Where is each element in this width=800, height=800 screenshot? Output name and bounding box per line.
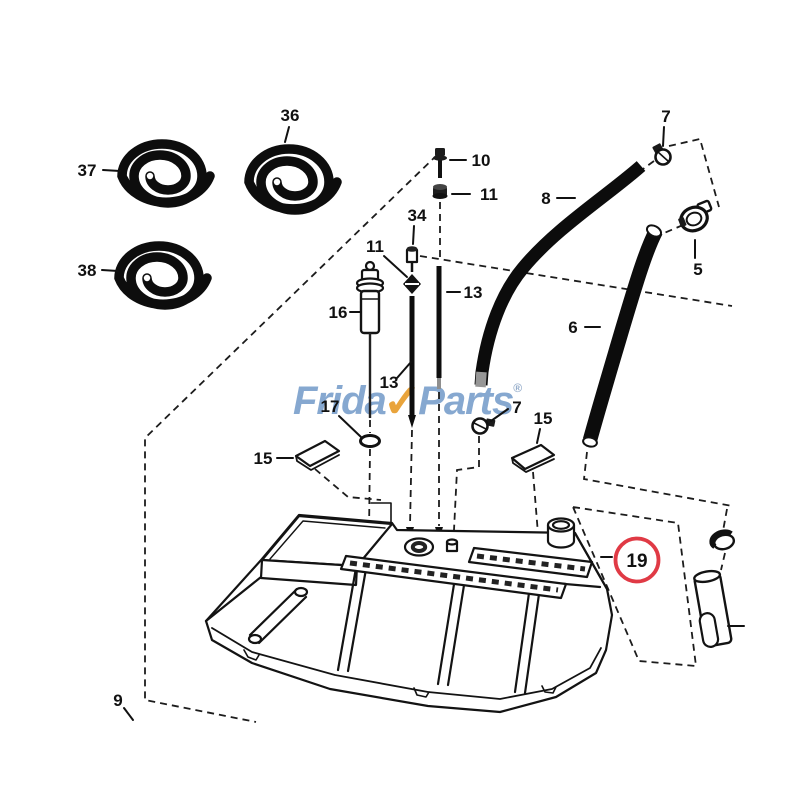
tank-lip-notches [243, 649, 557, 698]
part-labels: 37 36 38 10 11 34 11 16 13 13 17 15 15 7… [78, 106, 703, 710]
filler-cap [709, 529, 736, 551]
guide-corner-solid [370, 502, 392, 532]
watermark-registered-icon: ® [513, 381, 523, 395]
hose-opening-bottom [582, 436, 598, 448]
guide-pad15r-to-tank [532, 471, 539, 535]
label-9: 9 [113, 691, 122, 710]
label-15R: 15 [534, 409, 553, 428]
red-highlight-circle [613, 536, 661, 584]
watermark-check-icon: ✓ [382, 374, 422, 427]
hose-bore [143, 274, 151, 282]
label-7t: 7 [661, 107, 670, 126]
label-5: 5 [693, 260, 702, 279]
label-15L: 15 [254, 449, 273, 468]
label-34: 34 [408, 206, 427, 225]
guide-clamp7-to-clamp5 [668, 137, 720, 208]
tank-vent-fitting [445, 538, 459, 553]
nut-11 [432, 184, 448, 199]
guide-pad15l-to-tank [314, 468, 382, 501]
clamp-5 [678, 199, 713, 233]
fuel-sender-16 [355, 260, 385, 418]
hose-8 [474, 161, 646, 388]
hose-opening-top [645, 224, 663, 238]
label-17: 17 [321, 397, 340, 416]
grommet-11 [403, 274, 421, 294]
guide-clamp7-to-hose8 [642, 160, 655, 170]
boundary-dashed-left [144, 154, 438, 723]
tank-left-block-front [259, 558, 359, 587]
label-7m: 7 [512, 398, 521, 417]
label-19: 19 [626, 551, 647, 572]
clamp-7-top [652, 143, 672, 166]
guide-sender-to-tank [368, 420, 371, 534]
tank-sender-boss [403, 537, 435, 557]
label-10: 10 [472, 151, 491, 170]
clamp-7-mid [471, 417, 496, 435]
label-6: 6 [568, 318, 577, 337]
label-36: 36 [281, 106, 300, 125]
coiled-hose-38 [114, 241, 212, 310]
guide-clamp7m-to-tank [453, 436, 480, 531]
bolt-10 [433, 148, 447, 178]
label-37: 37 [78, 161, 97, 180]
label-11b: 11 [366, 237, 384, 256]
o-ring-17 [359, 434, 381, 448]
label-11a: 11 [480, 185, 498, 204]
coiled-hose-36 [244, 144, 342, 215]
label-13a: 13 [464, 283, 483, 302]
tank-filler-neck [546, 517, 576, 549]
tank-left-step-edge [204, 575, 263, 623]
pad-15-left [294, 439, 341, 471]
pad-15-right [510, 443, 556, 473]
label-8: 8 [541, 189, 550, 208]
tank-bottom-lip [211, 627, 602, 700]
guide-hose6-bottom [583, 451, 733, 507]
label-16: 16 [329, 303, 348, 322]
label-13b: 13 [380, 373, 399, 392]
label-38: 38 [78, 261, 97, 280]
hose-bore [146, 172, 154, 180]
guide-long-diagonal [419, 255, 733, 307]
dashed-guides [144, 137, 733, 723]
coiled-hose-37 [117, 139, 215, 208]
rod-13b [408, 296, 416, 428]
hose-6 [582, 224, 663, 448]
tank-left-block-inner [269, 520, 386, 560]
tank-hatched-strips [339, 546, 594, 600]
filler-tube [693, 569, 745, 648]
leader-lines [101, 126, 696, 721]
fuel-tank [204, 513, 614, 714]
guide-clamp5-to-hose6 [661, 224, 684, 235]
guide-cap-to-tube [720, 508, 728, 571]
highlight-part-19: 19 [600, 536, 661, 584]
hose-bore [273, 178, 281, 186]
dashed-box-part19 [571, 505, 698, 667]
fitting-34 [405, 246, 419, 272]
guide-rod13b-to-tank [409, 429, 413, 527]
